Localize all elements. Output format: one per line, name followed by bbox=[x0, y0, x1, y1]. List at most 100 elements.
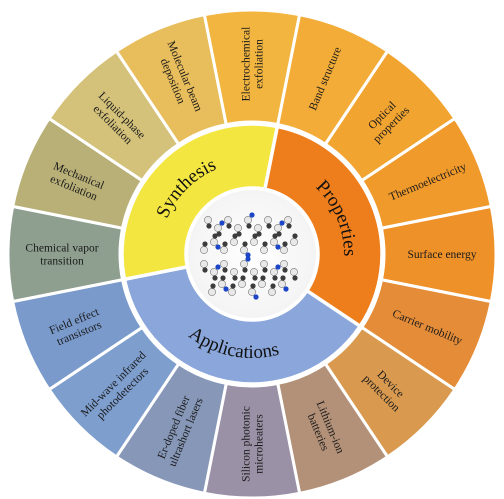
atom bbox=[222, 241, 228, 247]
atom bbox=[268, 288, 276, 296]
atom bbox=[274, 224, 282, 232]
segment-field-effect-transistors-shape bbox=[10, 277, 145, 392]
center-molecule bbox=[188, 190, 316, 318]
atom bbox=[260, 246, 268, 254]
atom bbox=[204, 216, 212, 224]
atom bbox=[292, 275, 298, 281]
atom bbox=[240, 275, 246, 281]
atom bbox=[219, 220, 225, 226]
atom bbox=[200, 246, 208, 254]
center-circle bbox=[188, 190, 316, 318]
molecule-structure-icon bbox=[200, 212, 298, 300]
atom bbox=[218, 280, 226, 288]
atom bbox=[290, 238, 298, 246]
atom bbox=[216, 231, 222, 237]
atom bbox=[272, 233, 278, 239]
atom bbox=[270, 238, 278, 246]
atom bbox=[220, 246, 228, 254]
ring-synthesis-shape bbox=[120, 122, 280, 282]
atom bbox=[228, 288, 236, 296]
atom bbox=[260, 260, 268, 268]
atom bbox=[214, 224, 222, 232]
segment-device-protection: Deviceprotection bbox=[323, 325, 457, 459]
segment-band-structure: Band structure bbox=[275, 12, 390, 147]
atom bbox=[290, 268, 298, 276]
segment-field-effect-transistors: Field effecttransistors bbox=[10, 277, 145, 392]
atom bbox=[200, 260, 208, 268]
atom bbox=[270, 268, 278, 276]
atom bbox=[230, 268, 238, 276]
atom bbox=[212, 275, 218, 281]
segment-silicon-photonic-microheaters-label: Silicon photonicmicroheaters bbox=[241, 406, 266, 482]
atom bbox=[250, 283, 256, 289]
atom bbox=[230, 283, 236, 289]
segment-carrier-mobility: Carrier mobility bbox=[359, 277, 494, 392]
atom bbox=[279, 220, 285, 226]
atom bbox=[202, 267, 208, 273]
segment-label-line: Chemical vapor bbox=[25, 243, 98, 255]
atom bbox=[206, 223, 212, 229]
atom bbox=[223, 286, 229, 292]
segment-molecular-beam-deposition: Molecular beamdeposition bbox=[114, 12, 229, 147]
atom bbox=[282, 241, 288, 247]
segment-label-line: microheaters bbox=[254, 414, 266, 474]
atom bbox=[283, 286, 289, 292]
atom bbox=[266, 223, 272, 229]
atom bbox=[244, 216, 252, 224]
atom bbox=[215, 244, 221, 250]
segment-electrochemical-exfoliation-label: Electrochemicalexfoliation bbox=[241, 27, 266, 102]
atom bbox=[232, 275, 238, 281]
segment-label-line: exfoliation bbox=[254, 39, 266, 89]
atom bbox=[245, 252, 251, 258]
atom bbox=[264, 216, 272, 224]
segment-liquid-phase-exfoliation: Liquid-phaseexfoliation bbox=[47, 49, 181, 183]
atom bbox=[240, 260, 248, 268]
atom bbox=[250, 238, 258, 246]
segment-electrochemical-exfoliation: Electrochemicalexfoliation bbox=[202, 8, 302, 127]
atom bbox=[280, 275, 286, 281]
segment-thermoelectricity: Thermoelectricity bbox=[359, 116, 494, 231]
segment-optical-properties: Opticalproperties bbox=[323, 49, 457, 183]
atom bbox=[220, 275, 226, 281]
atom bbox=[210, 268, 218, 276]
atom bbox=[292, 233, 298, 239]
atom bbox=[262, 241, 268, 247]
atom bbox=[253, 294, 259, 300]
atom bbox=[278, 280, 286, 288]
atom bbox=[254, 224, 262, 232]
ring-properties: Properties bbox=[262, 124, 384, 329]
segment-label-line: Silicon photonic bbox=[241, 406, 253, 482]
atom bbox=[258, 280, 266, 288]
atom bbox=[215, 264, 221, 270]
atom bbox=[286, 223, 292, 229]
atom bbox=[242, 241, 248, 247]
atom bbox=[210, 238, 218, 246]
ring-applications-shape bbox=[122, 264, 363, 386]
segment-er-doped-fiber-ultrashort-lasers: Er-doped fiberultrashort lasers bbox=[114, 361, 229, 496]
atom bbox=[252, 275, 258, 281]
atom bbox=[236, 231, 242, 237]
atom bbox=[272, 275, 278, 281]
atom bbox=[224, 216, 232, 224]
atom bbox=[276, 231, 282, 237]
atom bbox=[230, 238, 238, 246]
atom bbox=[248, 288, 256, 296]
atom bbox=[210, 283, 216, 289]
segment-label-line: Surface energy bbox=[407, 249, 476, 261]
atom bbox=[220, 260, 228, 268]
atom bbox=[240, 246, 248, 254]
atom bbox=[280, 260, 288, 268]
atom bbox=[222, 267, 228, 273]
segment-label-line: transition bbox=[40, 256, 84, 268]
atom bbox=[242, 267, 248, 273]
segment-label-line: Electrochemical bbox=[241, 27, 253, 102]
atom bbox=[260, 275, 266, 281]
atom bbox=[208, 288, 216, 296]
atom bbox=[238, 280, 246, 288]
atom bbox=[246, 223, 252, 229]
atom bbox=[250, 268, 258, 276]
